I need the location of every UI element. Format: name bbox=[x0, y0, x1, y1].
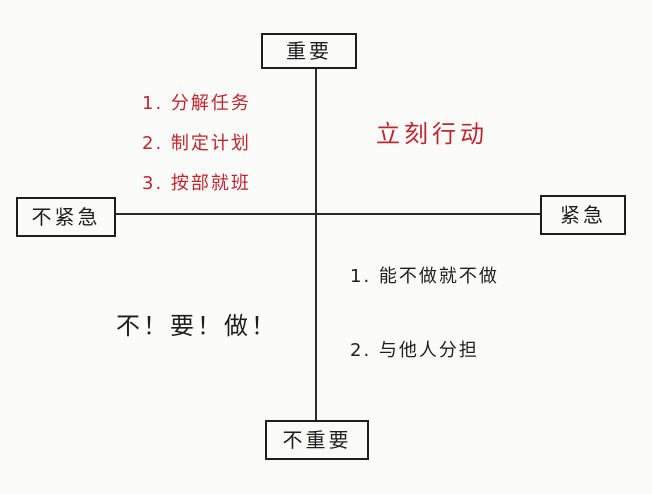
quadrant-not-important-urgent: 1. 能不做就不做 2. 与他人分担 bbox=[350, 262, 499, 366]
list-item: 3. 按部就班 bbox=[142, 173, 251, 194]
list-item: 1. 能不做就不做 bbox=[350, 266, 499, 287]
list-item: 2. 制定计划 bbox=[142, 133, 251, 154]
label-urgent: 紧急 bbox=[540, 195, 626, 235]
importance-axis bbox=[315, 62, 317, 424]
quadrant-not-important-not-urgent: 不！要！做！ bbox=[116, 312, 278, 340]
label-important: 重要 bbox=[261, 33, 357, 69]
list-item: 2. 与他人分担 bbox=[350, 340, 479, 361]
urgency-axis bbox=[112, 213, 544, 215]
list-item: 1. 分解任务 bbox=[142, 93, 251, 114]
label-not-important: 不重要 bbox=[265, 420, 369, 460]
quadrant-important-urgent: 立刻行动 bbox=[376, 120, 488, 148]
label-not-urgent: 不紧急 bbox=[16, 197, 116, 237]
quadrant-important-not-urgent: 1. 分解任务 2. 制定计划 3. 按部就班 bbox=[142, 84, 251, 204]
